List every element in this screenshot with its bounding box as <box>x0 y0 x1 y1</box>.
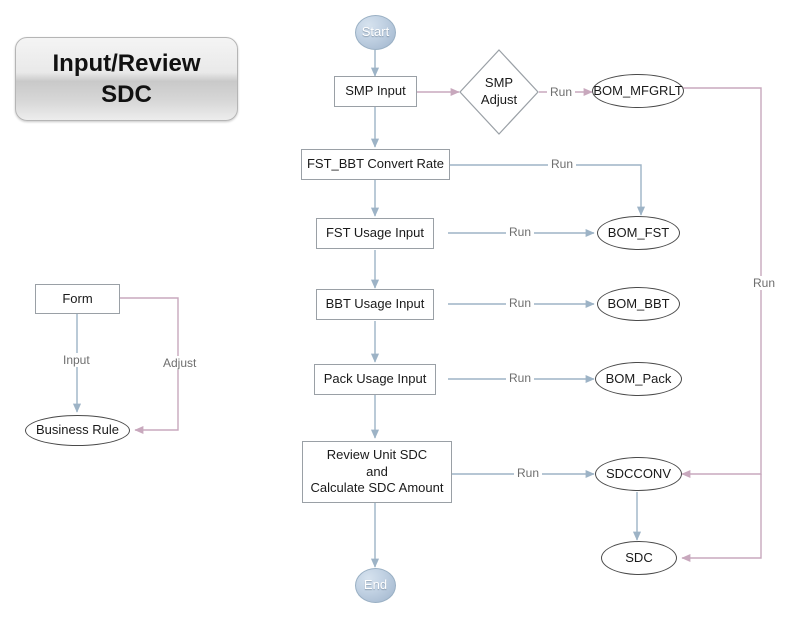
fst-bbt-convert-rate-box[interactable]: FST_BBT Convert Rate <box>301 149 450 180</box>
sdcconv-label: SDCCONV <box>605 465 671 481</box>
fst-bbt-convert-rate-label: FST_BBT Convert Rate <box>306 156 445 172</box>
run-label-smp-adjust: Run <box>547 85 576 99</box>
bom-pack-ellipse[interactable]: BOM_Pack <box>595 362 682 396</box>
bbt-usage-input-box[interactable]: BBT Usage Input <box>316 289 434 320</box>
fst-usage-input-label: FST Usage Input <box>325 225 425 241</box>
review-label-line3: Calculate SDC Amount <box>310 480 444 496</box>
legend-business-rule-ellipse[interactable]: Business Rule <box>25 415 130 446</box>
pack-usage-input-label: Pack Usage Input <box>323 371 427 387</box>
bom-mfgrlt-label: BOM_MFGRLT <box>593 82 683 98</box>
bom-bbt-label: BOM_BBT <box>607 295 670 311</box>
run-label-pack-usage: Run <box>506 371 535 385</box>
run-label-convert-rate: Run <box>548 157 577 171</box>
bom-fst-ellipse[interactable]: BOM_FST <box>597 216 680 250</box>
page-title-line1: Input/Review <box>52 49 201 77</box>
run-label-fst-usage: Run <box>506 225 535 239</box>
legend-form-box[interactable]: Form <box>35 284 120 314</box>
bbt-usage-input-label: BBT Usage Input <box>325 296 425 312</box>
start-label: Start <box>361 24 390 40</box>
review-label-line2: and <box>366 463 388 479</box>
review-label-line1: Review Unit SDC <box>326 446 428 462</box>
legend-adjust-edge-label: Adjust <box>160 356 200 370</box>
sdcconv-ellipse[interactable]: SDCCONV <box>595 457 682 491</box>
run-label-bbt-usage: Run <box>506 296 535 310</box>
legend-input-edge-label: Input <box>60 353 93 367</box>
smp-input-label: SMP Input <box>345 83 406 99</box>
smp-adjust-label-line1: SMP <box>484 75 514 91</box>
smp-adjust-label-line2: Adjust <box>480 92 518 107</box>
bom-fst-label: BOM_FST <box>607 224 670 240</box>
sdc-ellipse[interactable]: SDC <box>601 541 677 575</box>
bom-pack-label: BOM_Pack <box>605 370 672 386</box>
page-title-line2: SDC <box>101 81 152 108</box>
bom-mfgrlt-ellipse[interactable]: BOM_MFGRLT <box>592 74 684 108</box>
page-title-box: Input/Review SDC <box>15 37 238 121</box>
bom-bbt-ellipse[interactable]: BOM_BBT <box>597 287 680 321</box>
run-label-mfgrlt-return: Run <box>750 276 779 290</box>
start-terminator[interactable]: Start <box>355 15 396 50</box>
run-label-review: Run <box>514 466 543 480</box>
review-unit-sdc-box[interactable]: Review Unit SDC and Calculate SDC Amount <box>302 441 452 503</box>
legend-form-label: Form <box>62 290 93 306</box>
end-terminator[interactable]: End <box>355 568 396 603</box>
sdc-label: SDC <box>625 549 653 565</box>
diamond-shape-icon <box>459 49 539 135</box>
legend-business-rule-label: Business Rule <box>35 422 120 438</box>
fst-usage-input-box[interactable]: FST Usage Input <box>316 218 434 249</box>
smp-adjust-decision[interactable]: SMP Adjust <box>459 49 539 135</box>
smp-input-box[interactable]: SMP Input <box>334 76 417 107</box>
end-label: End <box>363 577 388 593</box>
pack-usage-input-box[interactable]: Pack Usage Input <box>314 364 436 395</box>
